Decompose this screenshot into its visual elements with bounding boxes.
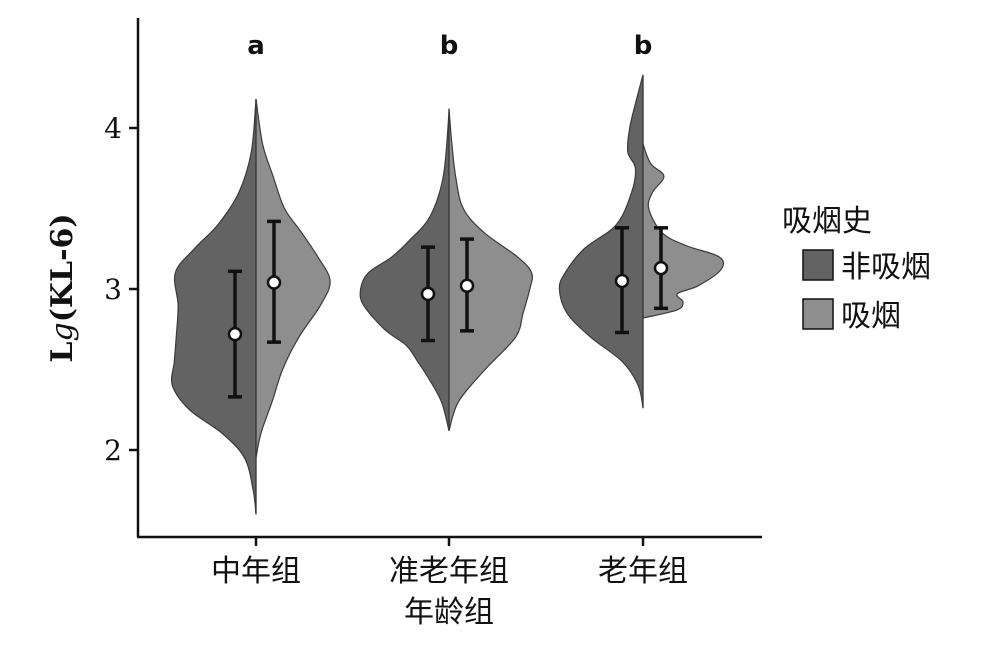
mean-point [227,326,243,342]
violin-right-1 [448,108,534,431]
y-axis-title-italic: g [45,322,80,341]
legend-title: 吸烟史 [782,204,872,239]
legend-swatch-smoker [802,298,834,330]
legend-label-smoker: 吸烟 [841,299,901,334]
mean-point [266,275,282,290]
violin-right-0 [255,98,331,459]
significance-label: a [247,31,265,61]
y-axis-title-prefix: L [45,342,80,363]
y-tick-label: 4 [104,112,122,145]
x-axis-title: 年龄组 [404,595,494,630]
y-tick-label: 2 [104,434,122,467]
y-ticks: 2 3 4 [104,112,138,467]
y-axis-title-suffix: (KL-6) [45,213,80,322]
violin-left-2 [558,74,644,409]
y-axis-title: Lg(KL-6) [45,213,80,362]
legend: 吸烟史 非吸烟 吸烟 [782,204,931,334]
error-bars [227,219,669,399]
significance-label: b [440,31,459,61]
violin-right-2 [642,143,725,319]
x-tick-label: 中年组 [211,554,301,589]
violin-shapes [170,74,725,515]
mean-point [459,278,475,294]
x-tick-label: 老年组 [598,554,688,589]
mean-point [420,286,436,302]
legend-swatch-nonsmoker [802,249,834,281]
significance-label: b [634,31,653,61]
legend-label-nonsmoker: 非吸烟 [841,250,931,285]
x-tick-label: 准老年组 [389,554,509,589]
violin-left-0 [170,98,257,515]
x-ticks: 中年组 准老年组 老年组 [211,537,688,589]
violin-left-1 [359,111,450,431]
mean-point [653,260,669,276]
mean-point [614,273,630,289]
y-tick-label: 3 [104,273,122,306]
